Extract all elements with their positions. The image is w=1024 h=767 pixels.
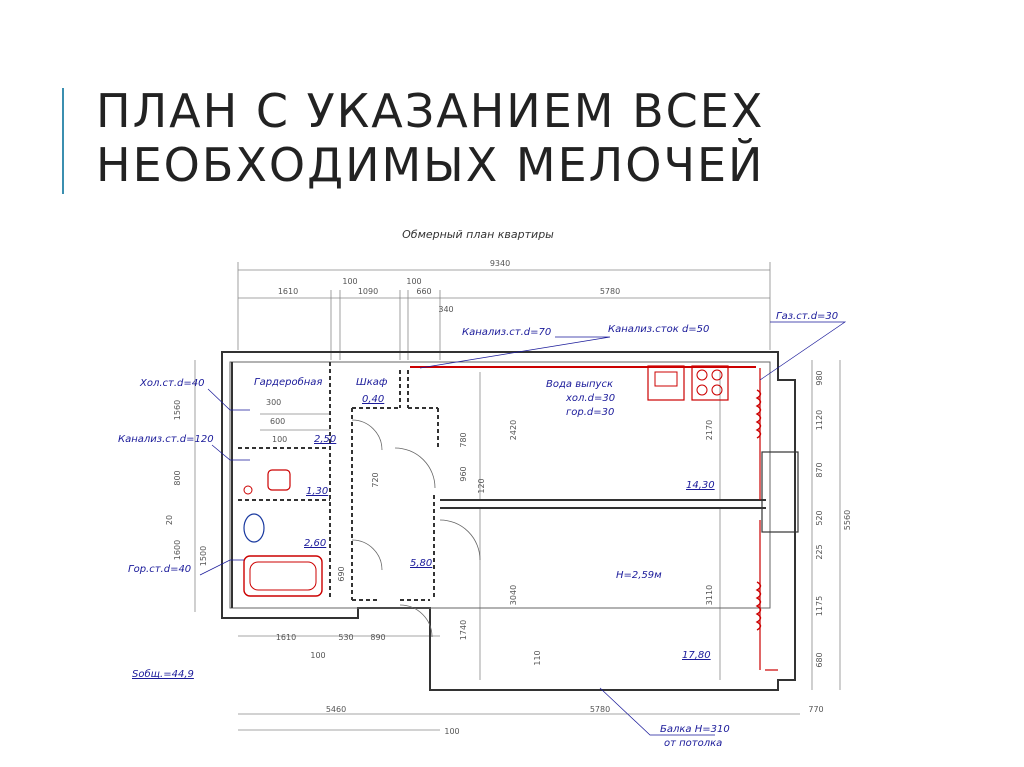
- label-water-1: Вода выпуск: [546, 379, 613, 390]
- bathtub: [243, 555, 323, 597]
- dimension-value: 100: [406, 277, 421, 286]
- dimension-value: 1600: [173, 540, 182, 560]
- room-closet: Шкаф: [356, 377, 388, 388]
- label-water-3: гор.d=30: [566, 407, 614, 418]
- room-wardrobe: Гардеробная: [254, 376, 322, 388]
- label-beam-2: от потолка: [664, 738, 722, 749]
- dimension-value: 890: [370, 633, 385, 642]
- dimension-value: 1610: [276, 633, 296, 642]
- label-sewer-120: Канализ.ст.d=120: [118, 434, 214, 445]
- area-closet: 0,40: [362, 394, 384, 405]
- dimension-value: 225: [815, 544, 824, 559]
- label-sewer-70: Канализ.ст.d=70: [462, 327, 551, 338]
- dimension-value: 720: [371, 472, 380, 487]
- utility-labels: Хол.ст.d=40 Канализ.ст.d=120 Гор.ст.d=40…: [118, 311, 838, 749]
- dimension-value: 2170: [705, 420, 714, 440]
- dimension-value: 5780: [600, 287, 620, 296]
- plan-caption: Обмерный план квартиры: [402, 228, 554, 241]
- label-gas: Газ.ст.d=30: [776, 311, 838, 322]
- toilet: [267, 469, 291, 491]
- dimension-labels: 9340 1610 100 1090 100 660 340 5780 1610…: [165, 259, 852, 736]
- slide-title: ПЛАН С УКАЗАНИЕМ ВСЕХ НЕОБХОДИМЫХ МЕЛОЧЕ…: [96, 84, 764, 192]
- partitions: [238, 362, 439, 601]
- dimension-value: 340: [438, 305, 453, 314]
- dimension-value: 1175: [815, 596, 824, 616]
- dimension-value: 2420: [509, 420, 518, 440]
- dimension-value: 530: [338, 633, 353, 642]
- area-2-60: 2,60: [304, 538, 326, 549]
- dimension-lines: [194, 262, 841, 731]
- area-2-50: 2,50: [314, 434, 336, 445]
- dimension-value: 5780: [590, 705, 610, 714]
- dimension-value: 3110: [705, 585, 714, 605]
- dimension-value: 100: [444, 727, 459, 736]
- title-line-1: ПЛАН С УКАЗАНИЕМ ВСЕХ: [96, 84, 765, 138]
- dimension-value: 1120: [815, 410, 824, 430]
- dimension-value: 3040: [509, 585, 518, 605]
- ceiling-height: H=2,59м: [616, 570, 662, 581]
- kitchen-sink: [647, 365, 685, 401]
- dimension-value: 660: [416, 287, 431, 296]
- washbasin: [243, 513, 265, 543]
- gas-stove: [691, 365, 729, 401]
- label-sewer-drain: Канализ.сток d=50: [608, 324, 709, 335]
- radiator: [755, 581, 762, 631]
- door-swings: [351, 419, 481, 638]
- label-hot: Гор.ст.d=40: [128, 564, 191, 575]
- dimension-value: 300: [266, 398, 281, 407]
- dimension-value: 1740: [459, 620, 468, 640]
- dimension-value: 110: [533, 650, 542, 665]
- title-line-2: НЕОБХОДИМЫХ МЕЛОЧЕЙ: [96, 138, 765, 192]
- utility-fixtures: [243, 365, 778, 671]
- dimension-value: 100: [310, 651, 325, 660]
- walls: [221, 351, 799, 691]
- dimension-value: 960: [459, 466, 468, 481]
- dimension-value: 9340: [490, 259, 510, 268]
- area-14-30: 14,30: [686, 480, 715, 491]
- dimension-value: 980: [815, 370, 824, 385]
- title-accent-bar: [62, 88, 64, 194]
- leader-lines: [199, 321, 847, 736]
- area-17-80: 17,80: [682, 650, 711, 661]
- dimension-value: 20: [165, 515, 174, 525]
- dimension-value: 780: [459, 432, 468, 447]
- dimension-value: 1610: [278, 287, 298, 296]
- dimension-value: 600: [270, 417, 285, 426]
- dimension-value: 100: [342, 277, 357, 286]
- radiator: [755, 389, 762, 439]
- dimension-value: 5560: [843, 510, 852, 530]
- dimension-value: 870: [815, 462, 824, 477]
- label-water-2: хол.d=30: [565, 393, 615, 404]
- area-1-30: 1,30: [306, 486, 328, 497]
- dimension-value: 120: [477, 478, 486, 493]
- dimension-value: 1090: [358, 287, 378, 296]
- room-labels: Гардеробная Шкаф 0,40 2,50 1,30 2,60 5,8…: [254, 376, 715, 661]
- dimension-value: 100: [272, 435, 287, 444]
- dimension-value: 800: [173, 470, 182, 485]
- area-5-80: 5,80: [410, 558, 432, 569]
- dimension-value: 1500: [199, 546, 208, 566]
- dimension-value: 680: [815, 652, 824, 667]
- label-beam-1: Балка H=310: [660, 724, 730, 735]
- dimension-value: 1560: [173, 400, 182, 420]
- label-cold: Хол.ст.d=40: [139, 378, 205, 389]
- dimension-value: 690: [337, 566, 346, 581]
- dimension-value: 5460: [326, 705, 346, 714]
- total-area: Sобщ.=44,9: [132, 668, 194, 680]
- dimension-value: 770: [808, 705, 823, 714]
- dimension-value: 520: [815, 510, 824, 525]
